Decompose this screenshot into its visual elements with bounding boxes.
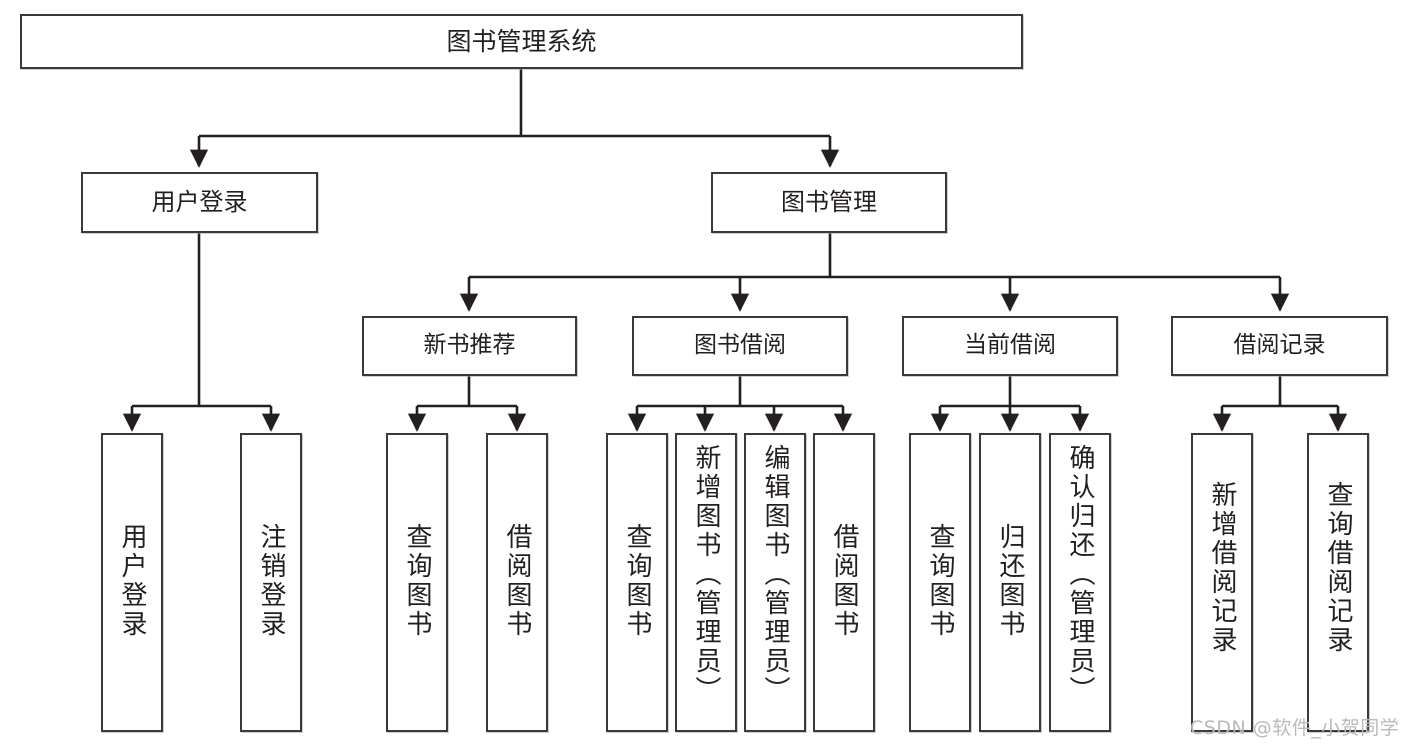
leaf-current-borrow-confirm-return-admin[interactable]: 确认归还（管理员） (1049, 433, 1111, 732)
csdn-watermark: CSDN @软件_小贺同学 (1190, 717, 1400, 739)
node-label: 查询借阅记录 (1323, 481, 1353, 655)
node-label: 新书推荐 (423, 332, 516, 359)
node-label: 借阅图书 (829, 523, 859, 639)
leaf-current-borrow-query-book[interactable]: 查询图书 (909, 433, 971, 732)
leaf-book-borrow-borrow-book[interactable]: 借阅图书 (813, 433, 875, 732)
node-label: 图书借阅 (694, 332, 786, 359)
leaf-new-book-borrow-book[interactable]: 借阅图书 (486, 433, 548, 732)
node-label: 借阅图书 (502, 523, 532, 639)
node-label: 查询图书 (622, 523, 652, 639)
leaf-user-login-login[interactable]: 用户登录 (101, 433, 163, 732)
node-current-borrow[interactable]: 当前借阅 (902, 316, 1118, 376)
node-label: 新增借阅记录 (1207, 481, 1237, 655)
node-book-borrow[interactable]: 图书借阅 (632, 316, 848, 376)
node-root-book-management-system[interactable]: 图书管理系统 (20, 14, 1023, 69)
leaf-book-borrow-query-book[interactable]: 查询图书 (606, 433, 668, 732)
node-new-book-recommend[interactable]: 新书推荐 (362, 316, 577, 376)
node-label: 用户登录 (151, 188, 248, 217)
node-borrow-record[interactable]: 借阅记录 (1171, 316, 1388, 376)
node-book-management[interactable]: 图书管理 (711, 172, 947, 233)
leaf-current-borrow-return-book[interactable]: 归还图书 (979, 433, 1041, 732)
leaf-borrow-record-add-record[interactable]: 新增借阅记录 (1191, 433, 1253, 732)
leaf-book-borrow-edit-book-admin[interactable]: 编辑图书（管理员） (744, 433, 806, 732)
node-label: 新增图书（管理员） (691, 444, 721, 705)
node-label: 当前借阅 (964, 332, 1056, 359)
node-label: 用户登录 (117, 523, 147, 639)
node-label: 确认归还（管理员） (1065, 444, 1095, 705)
node-label: 查询图书 (925, 523, 955, 639)
node-label: 编辑图书（管理员） (760, 444, 790, 705)
leaf-new-book-query-book[interactable]: 查询图书 (386, 433, 448, 732)
node-label: 借阅记录 (1233, 332, 1326, 359)
node-label: 图书管理 (781, 188, 877, 217)
leaf-book-borrow-add-book-admin[interactable]: 新增图书（管理员） (675, 433, 737, 732)
node-label: 归还图书 (995, 523, 1025, 639)
node-label: 图书管理系统 (446, 26, 597, 56)
node-user-login[interactable]: 用户登录 (81, 172, 318, 233)
leaf-user-login-logout[interactable]: 注销登录 (240, 433, 302, 732)
node-label: 查询图书 (402, 523, 432, 639)
node-label: 注销登录 (256, 523, 286, 639)
leaf-borrow-record-query-record[interactable]: 查询借阅记录 (1307, 433, 1369, 732)
